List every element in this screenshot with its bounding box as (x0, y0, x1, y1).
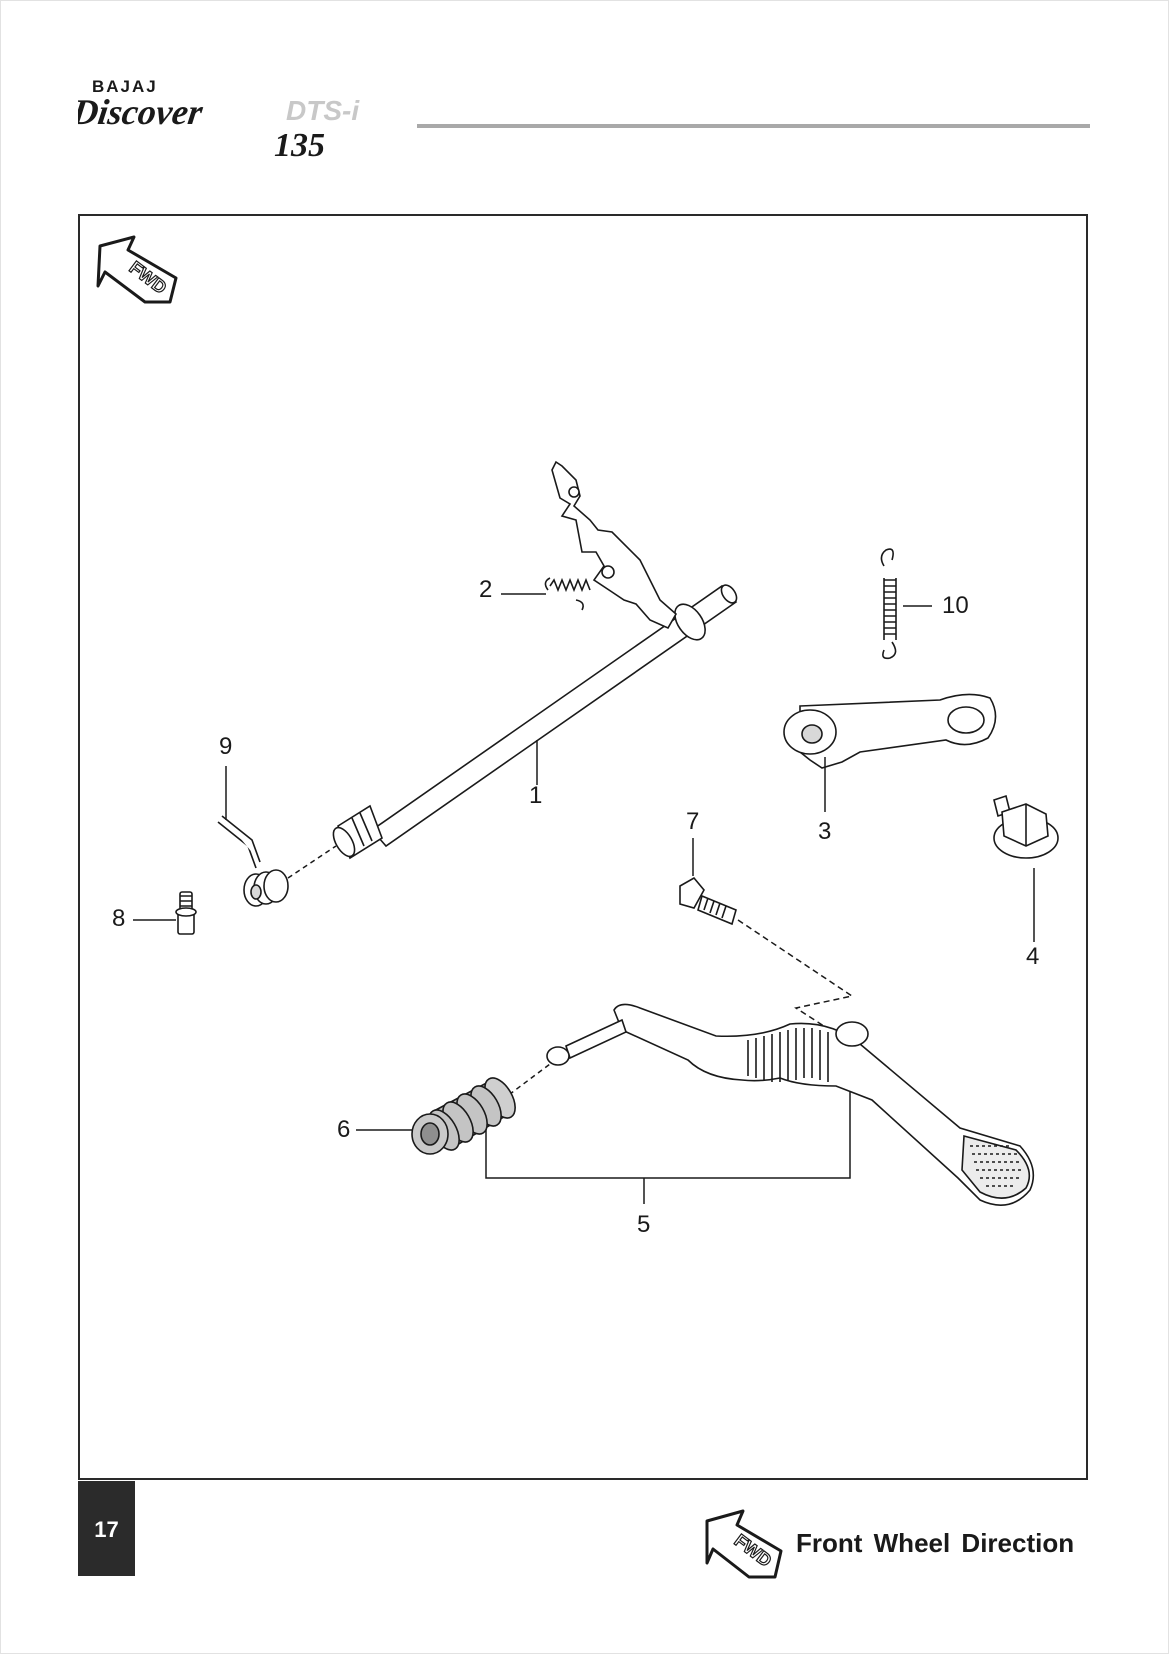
header-rule (417, 124, 1090, 128)
part-7-bolt (679, 876, 737, 926)
part-3-stopper-arm (783, 693, 997, 769)
callout-8: 8 (112, 905, 126, 932)
brand-logo-art: BAJAJ Discover DTS-i 135 (78, 77, 360, 164)
fwd-arrow-icon: FWD (96, 235, 178, 304)
part-10-tension-spring (880, 548, 897, 660)
brand-model: Discover (78, 92, 206, 132)
callout-2: 2 (479, 576, 493, 603)
brand-maker: BAJAJ (92, 77, 158, 96)
part-6-rubber-grip (411, 1077, 516, 1155)
part-1-shift-shaft (332, 460, 738, 860)
fwd-arrow-icon: FWD (705, 1509, 783, 1579)
page-number-tab: 17 (78, 1481, 135, 1576)
callout-9: 9 (219, 733, 233, 760)
brand-logo: BAJAJ Discover DTS-i 135 (78, 72, 418, 172)
part-4-hex-bolt (993, 794, 1059, 859)
part-8-pin (175, 891, 197, 935)
callout-3: 3 (818, 818, 832, 845)
brand-displacement: 135 (274, 127, 325, 164)
legend-text: Front Wheel Direction (796, 1528, 1075, 1558)
part-9-return-spring (217, 815, 289, 907)
part-2-spring (544, 577, 591, 611)
brand-variant: DTS-i (286, 95, 360, 126)
part-5-shift-lever (546, 1003, 1035, 1206)
callout-1: 1 (529, 782, 543, 809)
callout-4: 4 (1026, 943, 1040, 970)
diagram-frame (78, 214, 1088, 1480)
page-number: 17 (94, 1517, 119, 1542)
callout-5: 5 (637, 1211, 651, 1238)
callout-6: 6 (337, 1116, 351, 1143)
callout-10: 10 (942, 592, 969, 619)
callout-7: 7 (686, 808, 700, 835)
